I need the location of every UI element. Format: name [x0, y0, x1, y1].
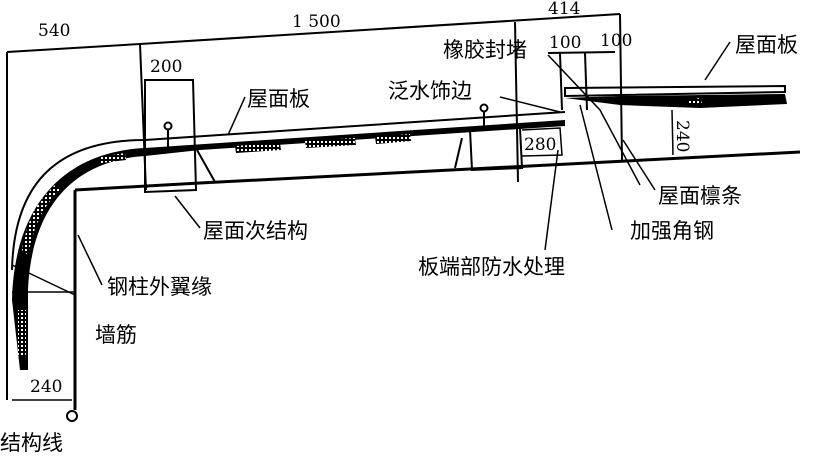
- label-rubber-seal: 橡胶封堵: [443, 38, 527, 62]
- steel-structure: [66, 103, 801, 422]
- dim-100-b: 100: [600, 31, 632, 51]
- label-flashing-trim: 泛水饰边: [388, 79, 472, 103]
- label-roof-purlin: 屋面檩条: [658, 184, 742, 208]
- label-roof-panel-right: 屋面板: [735, 33, 798, 57]
- dim-1500: 1 500: [292, 12, 341, 32]
- label-panel-end-waterproofing: 板端部防水处理: [418, 255, 565, 279]
- dim-200: 200: [150, 57, 182, 77]
- dim-240-right: 240: [672, 120, 692, 152]
- dim-414: 414: [548, 0, 580, 19]
- dim-540: 540: [38, 21, 70, 41]
- label-roof-panel-left: 屋面板: [247, 87, 310, 111]
- label-roof-secondary-structure: 屋面次结构: [203, 219, 308, 243]
- label-wall-girt: 墙筋: [95, 323, 137, 347]
- label-column-outer-flange: 钢柱外翼缘: [107, 275, 212, 299]
- leader-lines: [77, 41, 731, 286]
- dim-240-bottom: 240: [30, 377, 62, 397]
- dim-280: 280: [524, 135, 556, 155]
- label-reinforcing-angle: 加强角钢: [630, 219, 714, 243]
- roof-panel: [11, 84, 787, 370]
- label-structure-line: 结构线: [0, 431, 63, 455]
- dim-100-a: 100: [549, 33, 581, 53]
